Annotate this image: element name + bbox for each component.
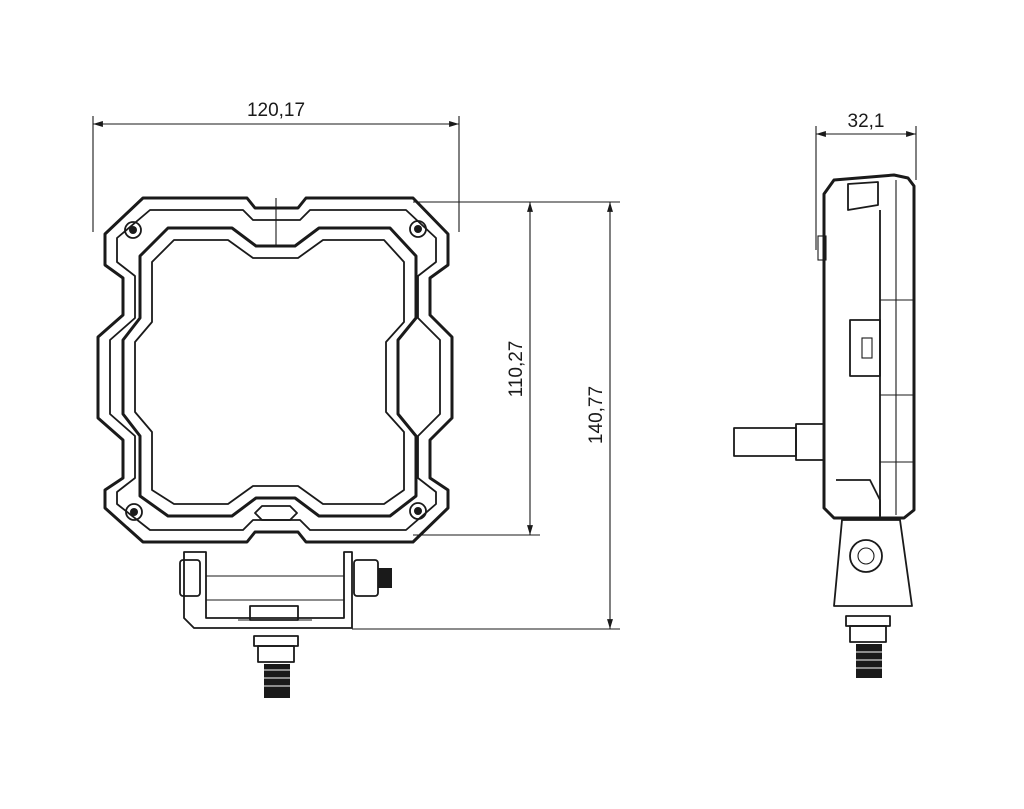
dimension-width: 120,17 — [92, 100, 460, 232]
side-view — [733, 173, 916, 678]
housing-inner-contour — [109, 209, 441, 531]
lens-height-label: 110,27 — [506, 341, 527, 398]
housing-outline — [96, 196, 454, 544]
screw-top-right — [409, 220, 427, 238]
dimension-depth: 32,1 — [815, 111, 917, 250]
lens-outline — [121, 226, 418, 518]
screw-bottom-right — [409, 502, 427, 520]
side-housing — [822, 173, 916, 520]
front-view — [96, 196, 454, 698]
dimension-overall-height: 140,77 — [352, 201, 620, 630]
depth-label: 32,1 — [848, 111, 885, 132]
dimension-lens-height: 110,27 — [413, 201, 540, 536]
screw-top-left — [124, 221, 142, 239]
lens-inner — [134, 239, 405, 505]
logo-badge — [254, 505, 298, 521]
power-cable — [733, 423, 825, 461]
mounting-bolt — [253, 635, 299, 698]
mounting-bracket — [179, 551, 392, 629]
width-label: 120,17 — [247, 100, 305, 121]
screw-bottom-left — [125, 503, 143, 521]
side-bracket — [833, 519, 913, 678]
overall-height-label: 140,77 — [586, 386, 607, 444]
